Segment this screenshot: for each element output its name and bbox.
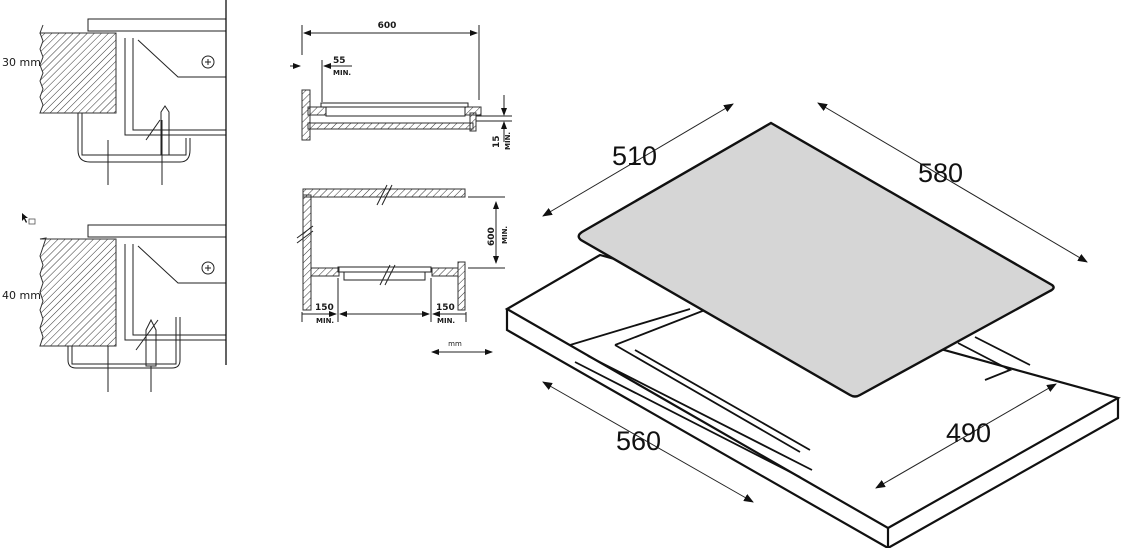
dimension-lines: 510 580 560 490: [542, 102, 1088, 503]
left-side-min: MIN.: [316, 317, 334, 325]
edge-gap-min: MIN.: [333, 69, 351, 77]
height-min: MIN.: [501, 226, 509, 244]
top-clearance-detail: 600 55 MIN. 15 MIN.: [290, 21, 512, 150]
cutout-depth-label: 490: [946, 418, 991, 448]
thickness-40-label: 40 mm: [2, 289, 41, 302]
edge-gap-label: 55: [333, 56, 346, 66]
hob-depth-label: 510: [612, 141, 657, 171]
unit-label: mm: [448, 340, 462, 348]
left-side-label: 150: [315, 303, 334, 313]
right-side-label: 150: [436, 303, 455, 313]
cutout-width-label: 560: [616, 426, 661, 456]
right-side-min: MIN.: [437, 317, 455, 325]
screw-icon: [201, 261, 215, 275]
screw-icon: [201, 55, 215, 69]
section-detail-30mm: 30 mm: [2, 18, 227, 185]
section-detail-40mm: 40 mm: [2, 224, 227, 392]
mouse-cursor-icon: [22, 213, 36, 225]
height-600-label: 600: [487, 227, 497, 246]
under-gap-min: MIN.: [504, 132, 512, 150]
width-600-label: 600: [378, 21, 397, 31]
side-clearance-detail: 600 MIN. 150 MIN. 150 MIN. mm: [296, 184, 509, 355]
under-gap-label: 15: [492, 135, 502, 148]
hob-width-label: 580: [918, 158, 963, 188]
thickness-30-label: 30 mm: [2, 56, 41, 69]
